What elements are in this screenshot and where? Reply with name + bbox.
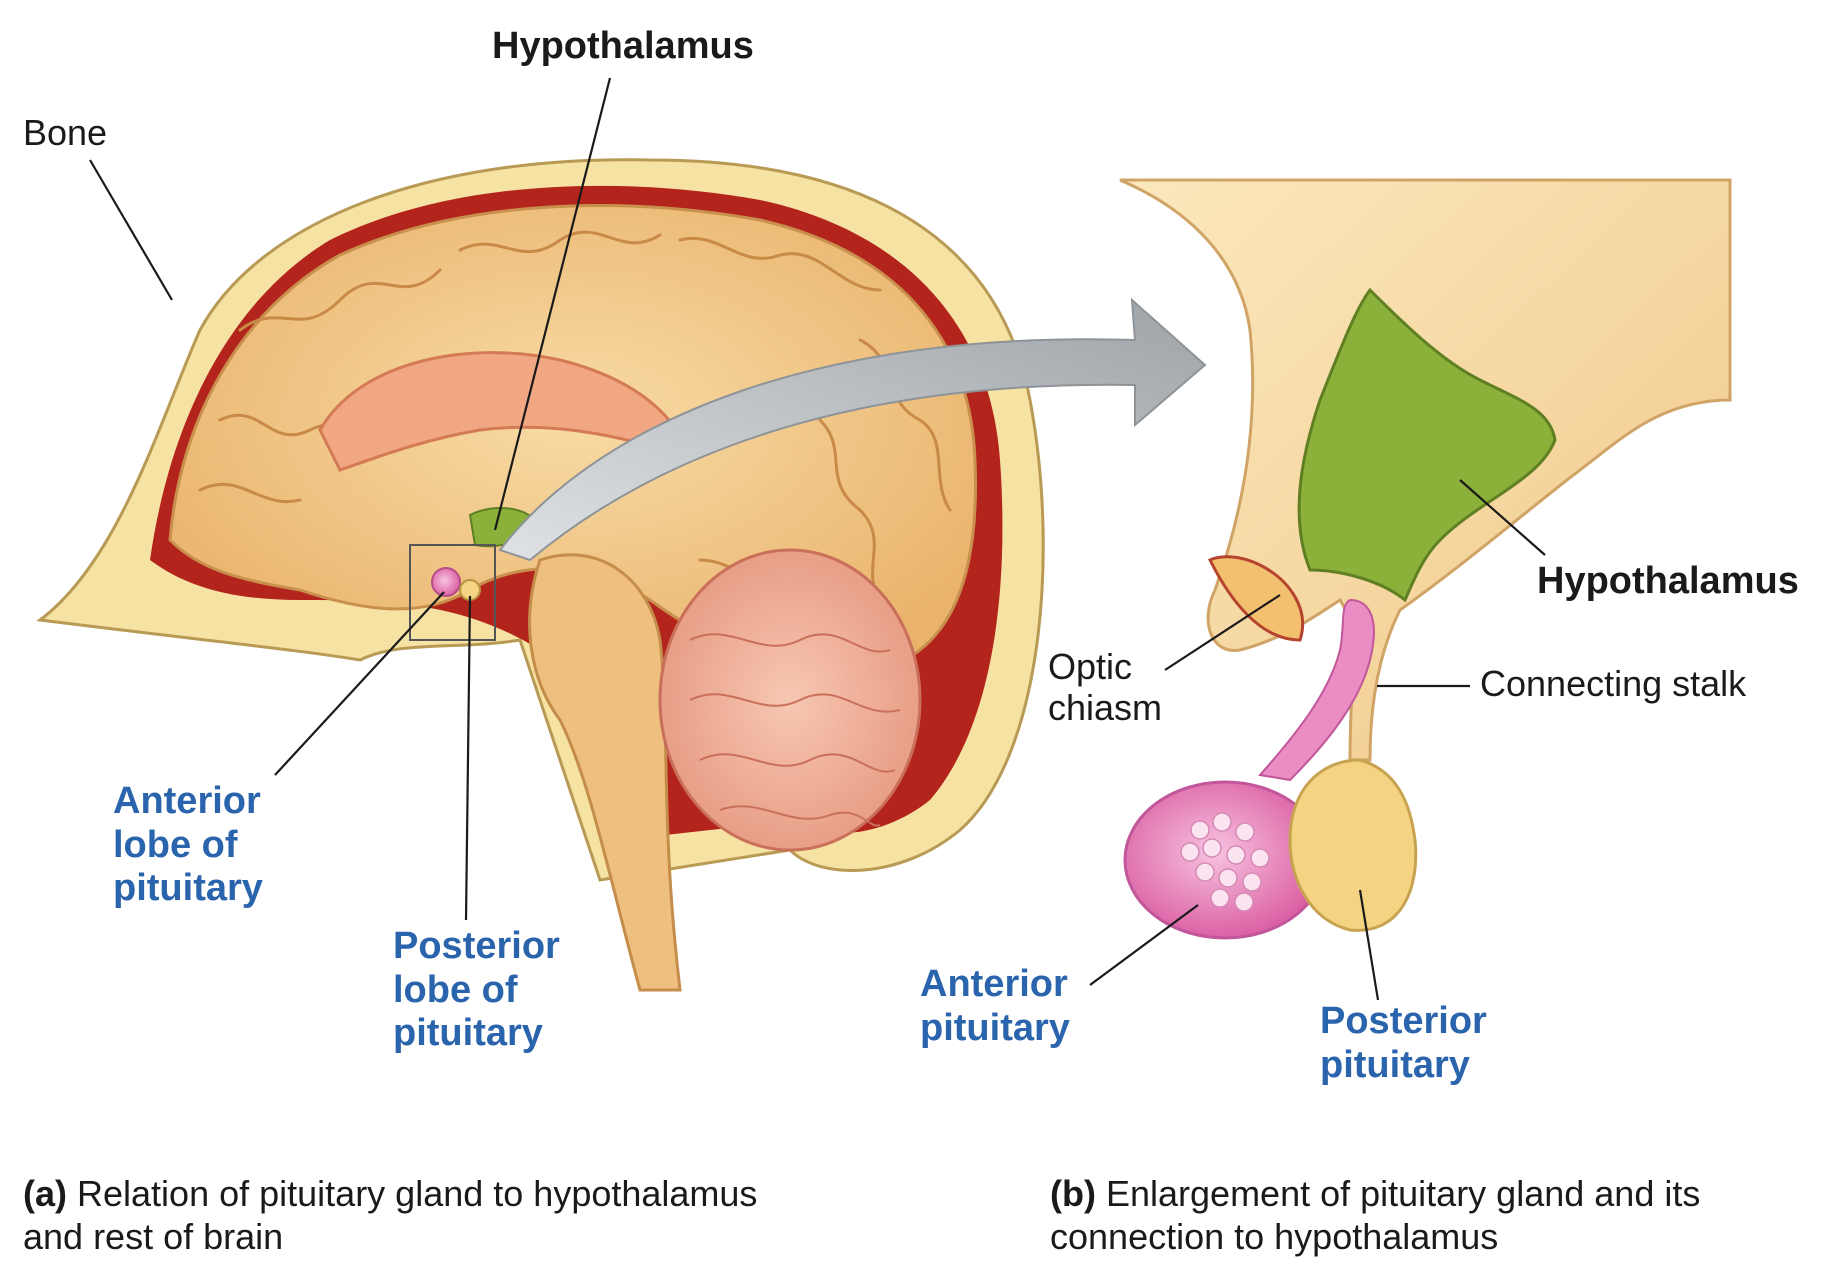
label-posterior-pituitary: Posterior pituitary (1320, 1000, 1487, 1086)
anterior-lobe-a (431, 567, 461, 597)
connecting-stalk-shape (1258, 598, 1375, 782)
brainstem (528, 553, 682, 992)
anterior-pituitary-cells (1180, 812, 1270, 912)
label-connecting-stalk: Connecting stalk (1480, 663, 1747, 704)
leader-bone (89, 159, 173, 301)
caption-a: (a) Relation of pituitary gland to hypot… (23, 1172, 757, 1258)
leader-posterior-lobe (464, 595, 472, 921)
posterior-pituitary-shape (1288, 758, 1418, 932)
pituitary-inset-box (409, 544, 496, 641)
hypothalamus-region-b (1297, 287, 1557, 603)
cerebellum-folia (689, 633, 901, 827)
label-anterior-pituitary: Anterior pituitary (920, 963, 1070, 1049)
caption-b-text: Enlargement of pituitary gland and its c… (1050, 1173, 1701, 1258)
leader-anterior-pituitary (1089, 904, 1199, 986)
leader-lines (89, 77, 1546, 1001)
leader-anterior-lobe (274, 591, 445, 776)
label-anterior-lobe: Anterior lobe of pituitary (113, 780, 263, 910)
leader-posterior-pituitary (1358, 889, 1380, 1001)
leader-optic-chiasm (1164, 594, 1281, 671)
label-hypothalamus-b: Hypothalamus (1537, 560, 1799, 602)
cerebellum (658, 548, 922, 852)
caption-b-tag: (b) (1050, 1173, 1096, 1214)
enlargement-arrow (498, 297, 1207, 562)
label-posterior-lobe: Posterior lobe of pituitary (393, 925, 560, 1055)
caption-a-text: Relation of pituitary gland to hypothala… (23, 1173, 758, 1258)
caption-a-tag: (a) (23, 1173, 67, 1214)
label-bone: Bone (23, 112, 108, 153)
caption-b: (b) Enlargement of pituitary gland and i… (1050, 1172, 1700, 1258)
optic-chiasm-shape (1207, 555, 1305, 642)
label-optic-chiasm: Optic chiasm (1048, 646, 1163, 729)
leader-hypothalamus-b (1459, 479, 1546, 556)
panel-b-enlargement (1119, 178, 1732, 940)
label-hypothalamus-a: Hypothalamus (492, 25, 754, 67)
leader-hypothalamus-a (493, 77, 612, 531)
